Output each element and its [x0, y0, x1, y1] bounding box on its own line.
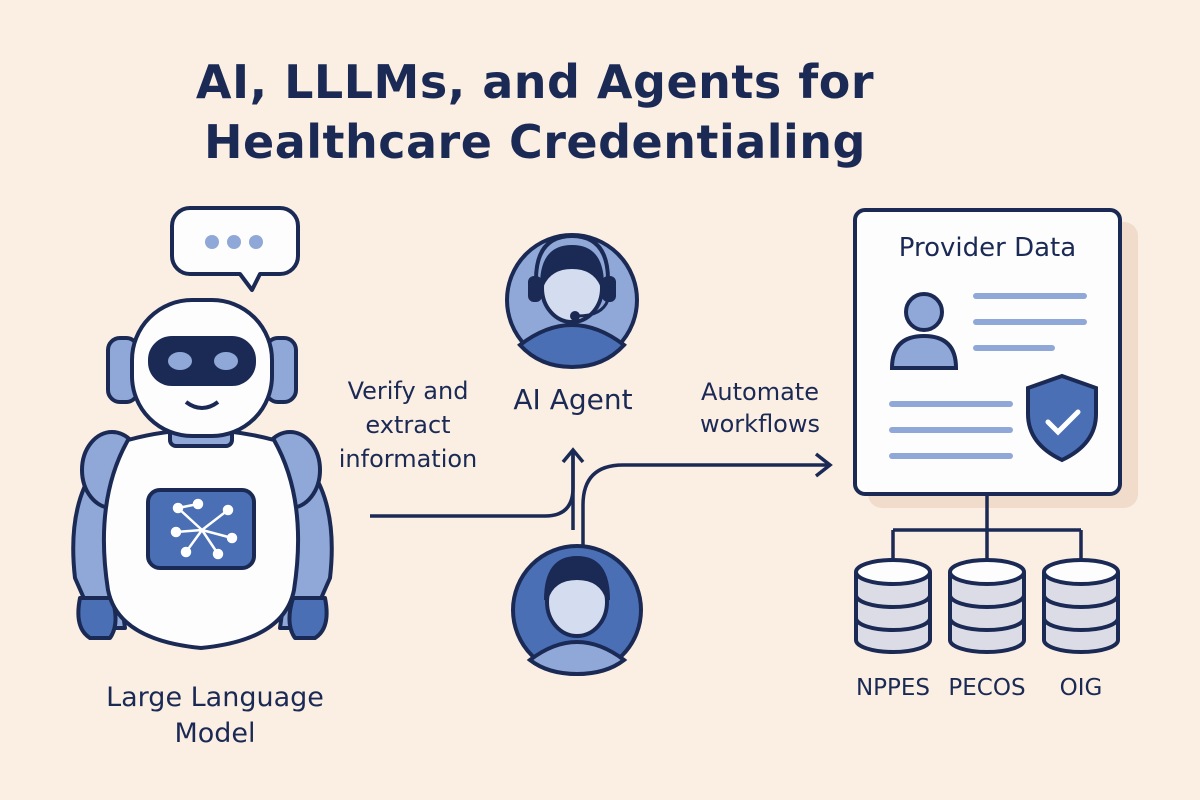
- verify-label-line-2: extract: [365, 411, 451, 439]
- database-icon-oig: [1042, 558, 1120, 654]
- database-icon-pecos: [948, 558, 1026, 654]
- provider-person-icon: [889, 292, 959, 370]
- verify-label-line-1: Verify and: [347, 377, 469, 405]
- user-avatar-icon: [511, 544, 643, 677]
- provider-data-title: Provider Data: [898, 233, 1077, 263]
- provider-data-panel: [853, 208, 1138, 508]
- database-label-nppes: NPPES: [855, 675, 931, 701]
- llm-label-line-1: Large Language: [106, 682, 324, 713]
- title-line-1: AI, LLLMs, and Agents for: [195, 55, 875, 109]
- speech-bubble-icon: [170, 206, 300, 292]
- diagram-title: AI, LLLMs, and Agents for Healthcare Cre…: [0, 52, 1070, 172]
- automate-label-line-1: Automate: [701, 378, 819, 406]
- verify-extract-label: Verify and extract information: [330, 374, 486, 476]
- connector-lines: [370, 447, 833, 545]
- llm-label-line-2: Model: [174, 718, 256, 749]
- arrow-right-icon: [814, 452, 833, 478]
- ai-agent-icon: [505, 233, 639, 370]
- agent-to-provider-connector: [581, 463, 828, 545]
- neural-network-icon: [170, 498, 238, 560]
- database-icon-nppes: [854, 558, 932, 654]
- database-label-pecos: PECOS: [948, 675, 1026, 701]
- robot-llm-icon: [71, 206, 334, 650]
- provider-text-lines: [889, 293, 1087, 459]
- database-label-oig: OIG: [1059, 675, 1103, 701]
- automate-workflows-label: Automate workflows: [680, 376, 840, 440]
- arrow-up-icon: [561, 447, 585, 464]
- verify-label-line-3: information: [338, 445, 478, 473]
- title-line-2: Healthcare Credentialing: [204, 115, 866, 169]
- llm-label: Large Language Model: [70, 680, 360, 752]
- shield-check-icon: [1026, 373, 1098, 463]
- ai-agent-label: AI Agent: [513, 383, 633, 416]
- automate-label-line-2: workflows: [699, 410, 820, 438]
